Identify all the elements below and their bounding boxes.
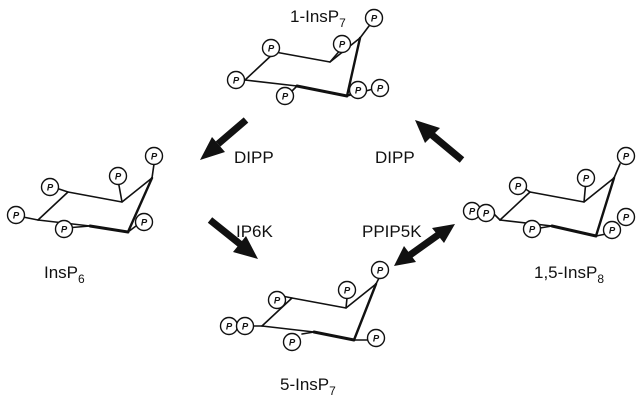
- svg-text:P: P: [377, 266, 384, 277]
- phosphate-group: P: [476, 203, 496, 223]
- molecule-1-5-insp8: P P P P P P P P 1,5-InsP8: [462, 146, 636, 286]
- phosphate-group: P: [144, 146, 164, 166]
- svg-text:P: P: [515, 182, 522, 193]
- phosphate-group: P: [54, 219, 74, 239]
- molecule-1-insp7: P P P P P P P 1-InsP7: [226, 7, 390, 106]
- svg-text:P: P: [13, 211, 20, 222]
- arrow-dipp-right: [415, 120, 465, 163]
- svg-text:P: P: [371, 14, 378, 25]
- phosphate-group: P: [226, 70, 246, 90]
- phosphate-group: P: [370, 78, 390, 98]
- svg-text:P: P: [242, 322, 249, 333]
- svg-text:P: P: [623, 213, 630, 224]
- molecule-insp6: P P P P P P InsP6: [6, 146, 164, 286]
- arrow-ppip5k: [394, 224, 455, 266]
- phosphate-group: P: [616, 146, 636, 166]
- phosphate-group: P: [508, 176, 528, 196]
- phosphate-group: P: [261, 38, 281, 58]
- ring-5-insp7: [251, 275, 381, 342]
- ring-insp6: [17, 163, 155, 234]
- svg-text:P: P: [151, 152, 158, 163]
- svg-text:P: P: [141, 218, 148, 229]
- phosphate-group: P: [235, 316, 255, 336]
- label-1-5-insp8: 1,5-InsP8: [534, 263, 604, 286]
- phosphate-group: P: [366, 328, 386, 348]
- svg-text:P: P: [274, 296, 281, 307]
- phosphate-group: P: [522, 219, 542, 239]
- phosphate-group: P: [364, 8, 384, 28]
- svg-text:P: P: [469, 207, 476, 218]
- phosphate-group: P: [219, 316, 239, 336]
- svg-text:P: P: [377, 84, 384, 95]
- enzyme-label-ip6k: IP6K: [236, 222, 274, 241]
- svg-text:P: P: [339, 40, 346, 51]
- phosphate-group: P: [576, 168, 596, 188]
- enzyme-label-ppip5k: PPIP5K: [362, 222, 422, 241]
- svg-text:P: P: [344, 286, 351, 297]
- label-1-insp7: 1-InsP7: [290, 7, 346, 30]
- svg-text:P: P: [583, 174, 590, 185]
- svg-text:P: P: [268, 44, 275, 55]
- enzyme-label-dipp-left: DIPP: [234, 148, 274, 167]
- phosphate-group: P: [337, 280, 357, 300]
- phosphate-group: P: [332, 34, 352, 54]
- svg-text:P: P: [115, 172, 122, 183]
- ring-1-5-insp8: [491, 163, 621, 238]
- phosphate-group: P: [370, 260, 390, 280]
- phosphate-group: P: [275, 86, 295, 106]
- label-5-insp7: 5-InsP7: [280, 375, 336, 398]
- phosphate-group: P: [616, 207, 636, 227]
- svg-text:P: P: [623, 152, 630, 163]
- phosphate-group: P: [348, 80, 368, 100]
- svg-text:P: P: [289, 338, 296, 349]
- phosphate-group: P: [602, 220, 622, 240]
- enzyme-label-dipp-right: DIPP: [375, 148, 415, 167]
- svg-text:P: P: [483, 209, 490, 220]
- svg-text:P: P: [355, 86, 362, 97]
- svg-text:P: P: [282, 92, 289, 103]
- molecule-5-insp7: P P P P P P P 5-InsP7: [219, 260, 390, 398]
- svg-text:P: P: [529, 225, 536, 236]
- phosphate-group: P: [282, 332, 302, 352]
- phosphate-group: P: [6, 205, 26, 225]
- svg-text:P: P: [61, 225, 68, 236]
- phosphate-group: P: [40, 177, 60, 197]
- label-insp6: InsP6: [44, 263, 85, 286]
- arrow-ip6k: [207, 217, 258, 259]
- svg-text:P: P: [233, 76, 240, 87]
- phosphate-group: P: [267, 290, 287, 310]
- svg-text:P: P: [47, 183, 54, 194]
- phosphate-group: P: [108, 166, 128, 186]
- svg-text:P: P: [226, 322, 233, 333]
- phosphate-group: P: [134, 212, 154, 232]
- arrow-dipp-left: [200, 117, 249, 160]
- svg-text:P: P: [609, 226, 616, 237]
- svg-text:P: P: [373, 334, 380, 345]
